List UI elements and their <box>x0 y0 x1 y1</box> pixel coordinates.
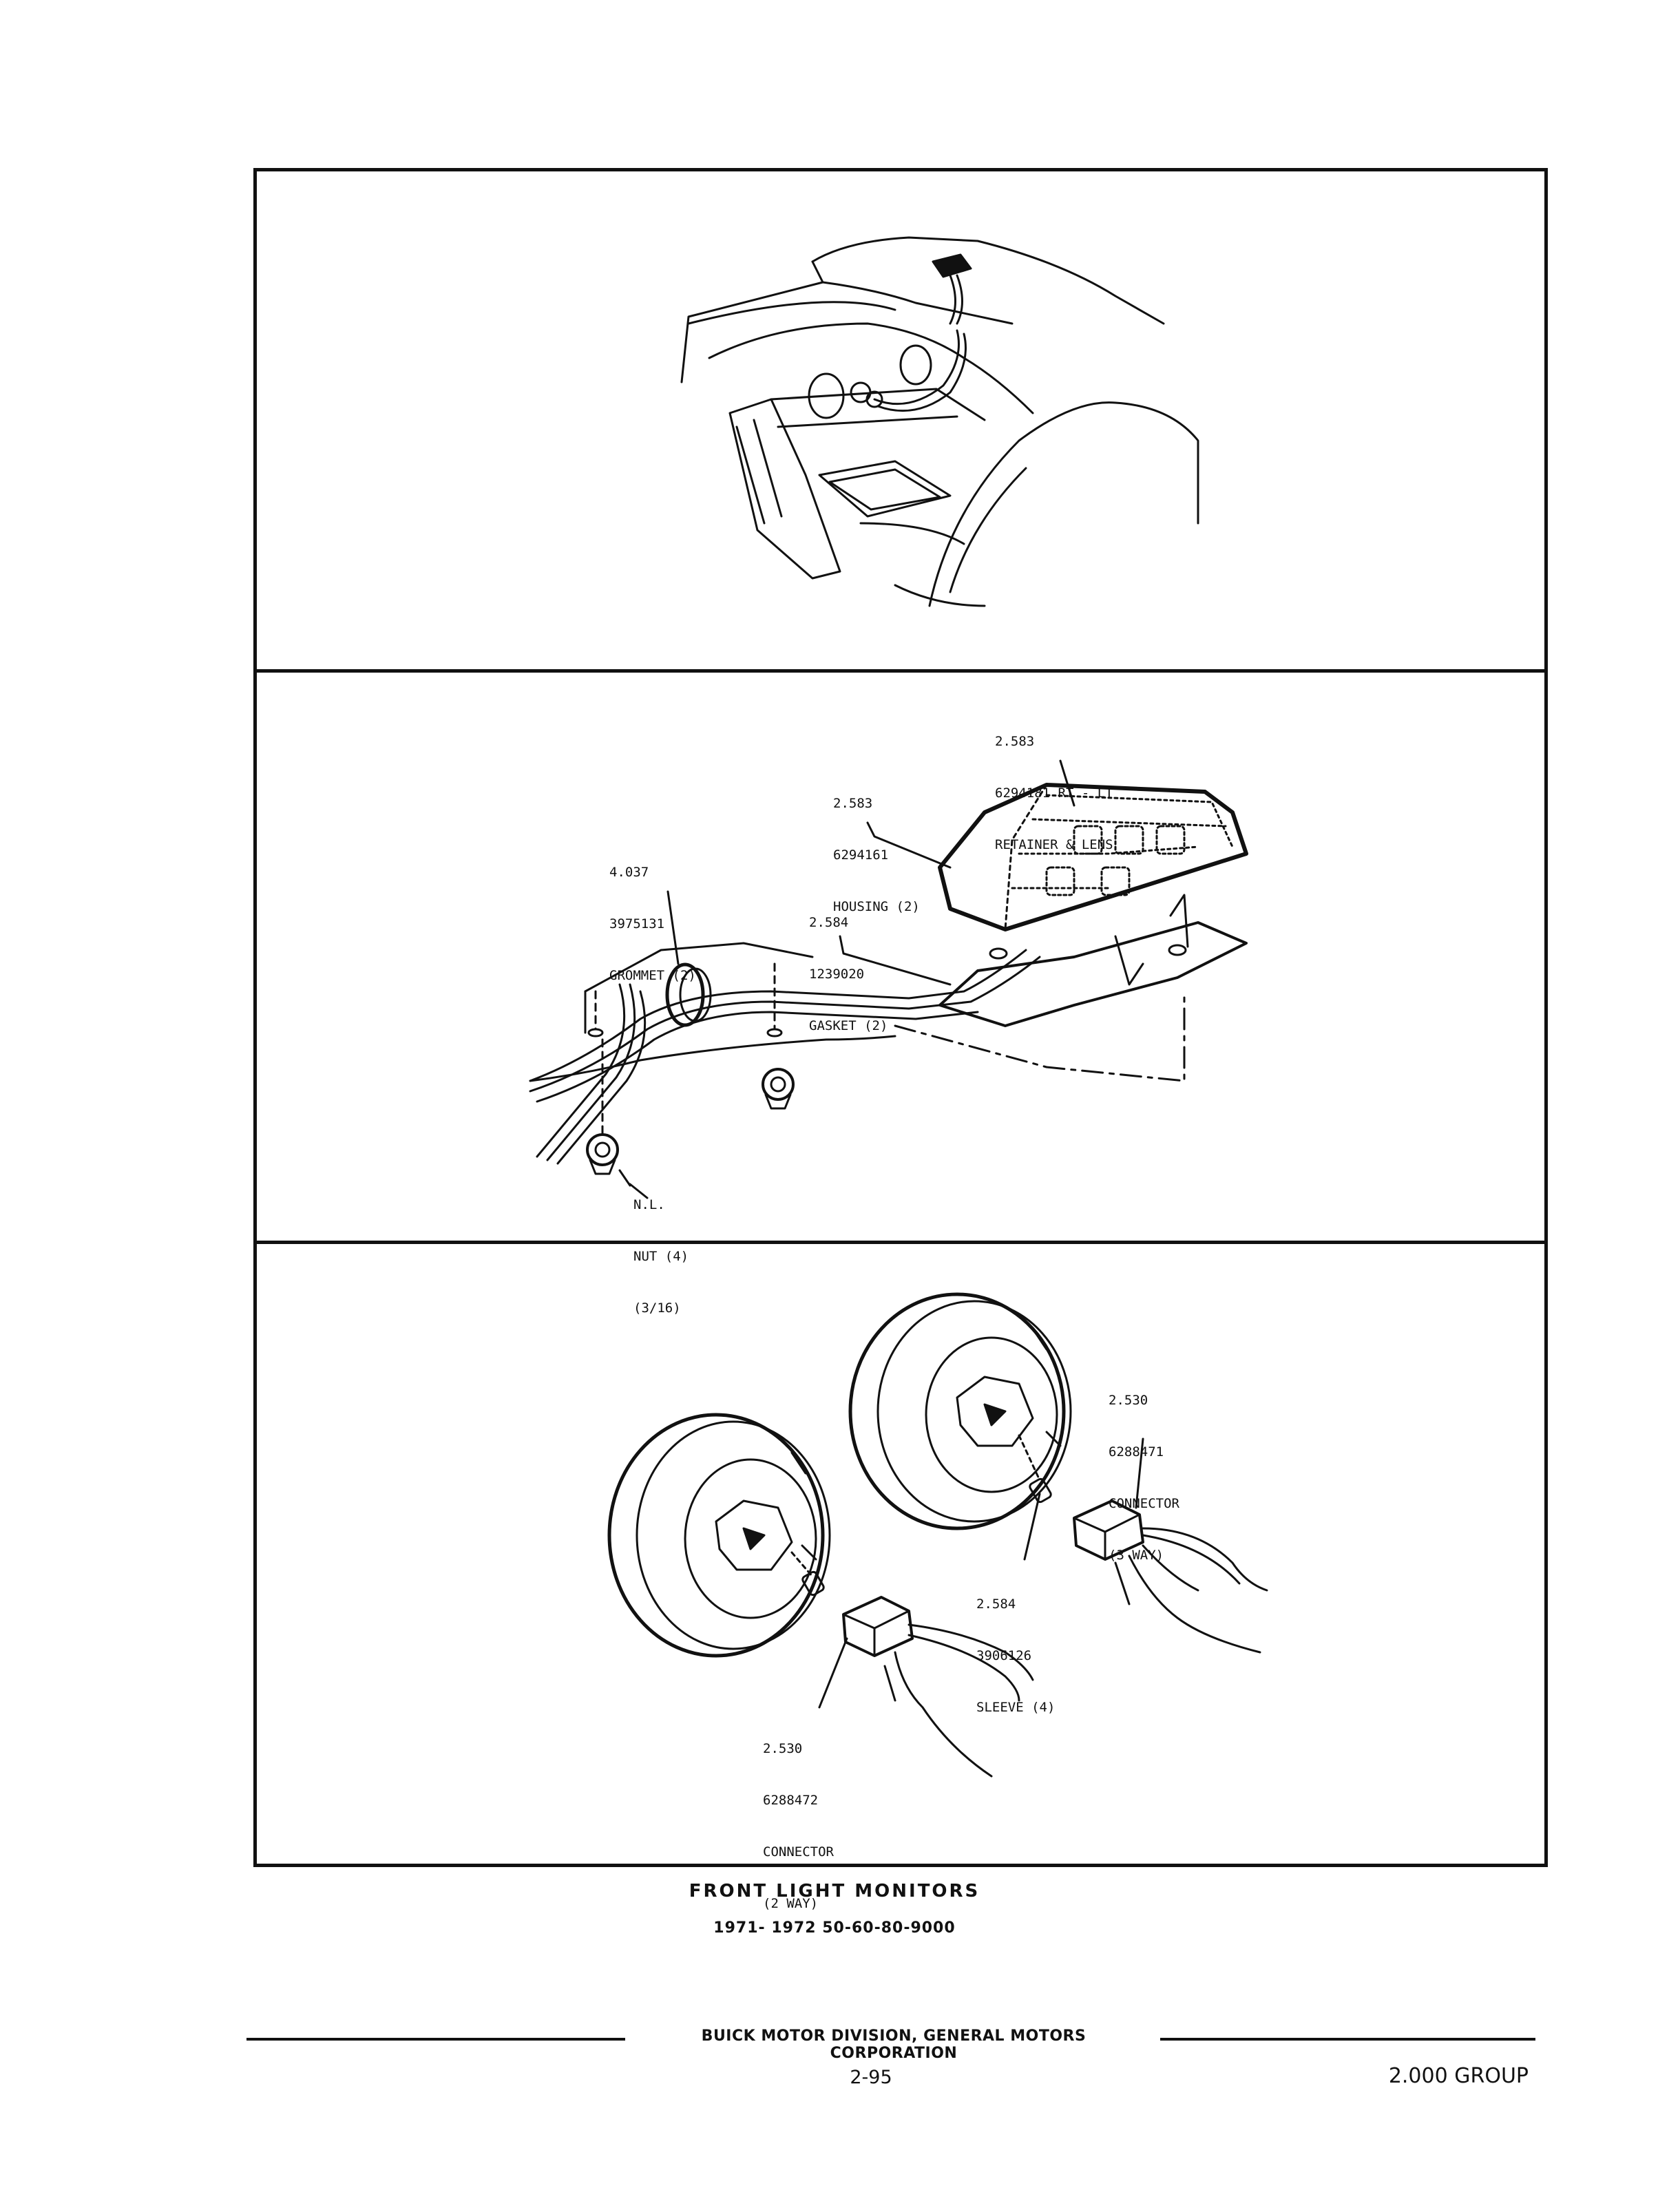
label-connector-2way: 2.530 6288472 CONNECTOR (2 WAY) <box>763 1741 834 1911</box>
panel-divider-bottom <box>253 1241 1548 1244</box>
panel2-leaders <box>618 759 1075 1199</box>
footer-rule-right <box>1160 2038 1535 2041</box>
footer-rule-left <box>246 2038 625 2041</box>
panel3-leaders <box>818 1437 1144 1709</box>
label-retainer-lens: 2.583 6294181 RT - LT RETAINER & LENS <box>995 734 1113 852</box>
figure-frame <box>253 168 1548 1867</box>
label-grommet: 4.037 3975131 GROMMET (2) <box>609 865 696 983</box>
hood-fender-view <box>680 236 1199 607</box>
label-sleeve: 2.584 3906126 SLEEVE (4) <box>976 1597 1056 1715</box>
figure-subtitle: 1971- 1972 50-60-80-9000 <box>713 1919 956 1937</box>
label-connector-3way: 2.530 6288471 CONNECTOR (3 WAY) <box>1109 1393 1179 1563</box>
label-housing: 2.583 6294161 HOUSING (2) <box>833 796 920 914</box>
headlamp-view <box>607 1292 1268 1778</box>
page-number: 2-95 <box>850 2067 892 2088</box>
group-label: 2.000 GROUP <box>1388 2064 1529 2088</box>
figure-title: FRONT LIGHT MONITORS <box>689 1881 980 1902</box>
monitor-housing-exploded <box>529 783 1248 1175</box>
label-gasket: 2.584 1239020 GASKET (2) <box>809 915 888 1033</box>
footer-company: BUICK MOTOR DIVISION, GENERAL MOTORS COR… <box>701 2027 1087 2062</box>
label-nut: N.L. NUT (4) (3/16) <box>633 1197 689 1316</box>
panel-divider-top <box>253 669 1548 673</box>
